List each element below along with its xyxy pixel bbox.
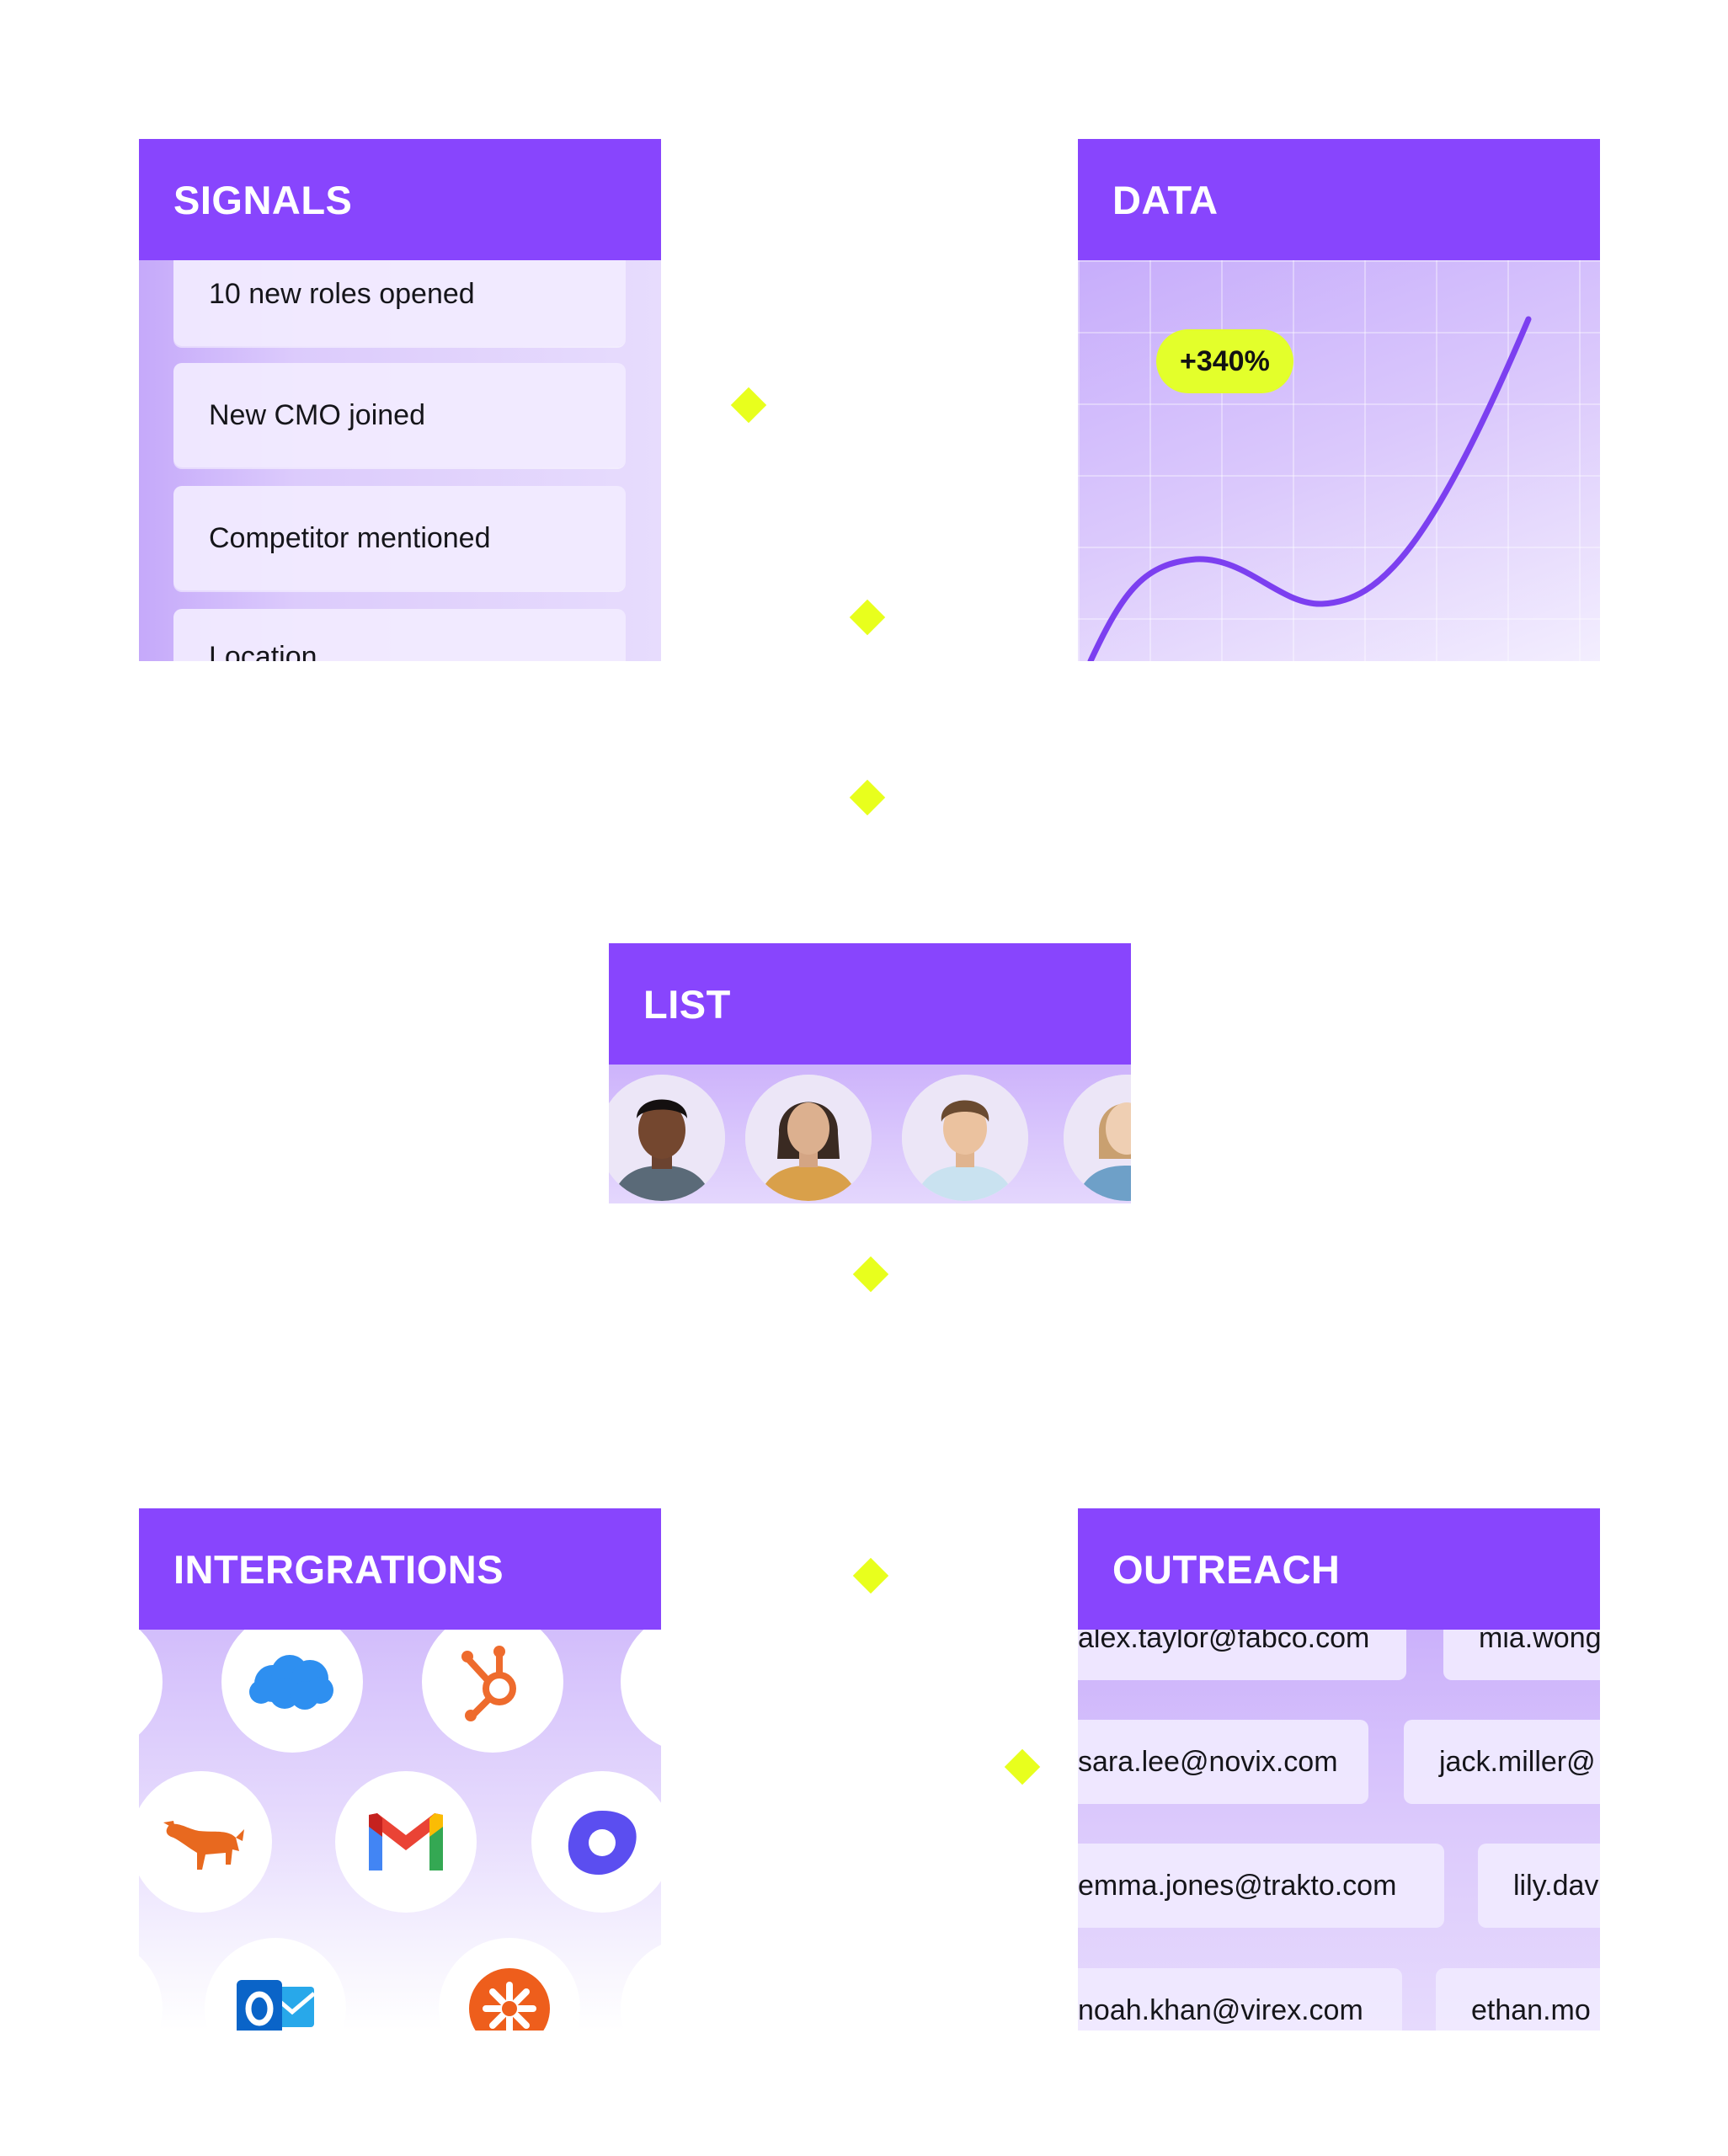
diamond-marker	[730, 387, 767, 424]
growth-badge: +340%	[1156, 329, 1293, 393]
signals-list: 10 new roles opened New CMO joined Compe…	[139, 260, 661, 661]
integrations-header: INTERGRATIONS	[139, 1508, 661, 1630]
signal-item[interactable]: Location	[173, 609, 626, 661]
signals-header: SIGNALS	[139, 139, 661, 260]
data-chart: +340%	[1078, 260, 1600, 661]
outlook-icon[interactable]	[205, 1938, 346, 2031]
avatar[interactable]	[745, 1075, 872, 1201]
outreach-icon[interactable]	[531, 1771, 661, 1913]
email-pill[interactable]: ethan.mo	[1436, 1968, 1600, 2031]
diamond-marker	[849, 599, 886, 636]
email-list: alex.taylor@fabco.com mia.wong sara.lee@…	[1078, 1630, 1600, 2031]
email-pill[interactable]: alex.taylor@fabco.com	[1078, 1630, 1406, 1680]
zapier-icon[interactable]	[439, 1938, 580, 2031]
growth-curve	[1087, 316, 1532, 661]
list-card: LIST	[609, 943, 1131, 1203]
signal-item[interactable]: 10 new roles opened	[173, 260, 626, 346]
logo-tile[interactable]	[139, 1630, 163, 1753]
email-pill[interactable]: noah.khan@virex.com	[1078, 1968, 1402, 2031]
logo-tile[interactable]	[621, 1630, 661, 1753]
data-card: DATA +340%	[1078, 139, 1600, 661]
email-pill[interactable]: mia.wong	[1443, 1630, 1600, 1680]
avatar[interactable]	[1064, 1075, 1131, 1201]
email-pill[interactable]: jack.miller@	[1404, 1720, 1600, 1804]
outreach-card: OUTREACH alex.taylor@fabco.com mia.wong …	[1078, 1508, 1600, 2031]
bull-icon[interactable]	[139, 1771, 272, 1913]
signals-card: SIGNALS 10 new roles opened New CMO join…	[139, 139, 661, 661]
avatar-row	[609, 1065, 1131, 1203]
list-title: LIST	[643, 981, 731, 1027]
diamond-marker	[852, 1256, 889, 1293]
gmail-icon[interactable]	[335, 1771, 477, 1913]
signal-item[interactable]: Competitor mentioned	[173, 486, 626, 590]
integrations-card: INTERGRATIONS	[139, 1508, 661, 2031]
diamond-marker	[849, 779, 886, 816]
integrations-title: INTERGRATIONS	[173, 1546, 504, 1592]
signal-item[interactable]: New CMO joined	[173, 363, 626, 467]
hubspot-icon[interactable]	[422, 1630, 563, 1753]
outreach-header: OUTREACH	[1078, 1508, 1600, 1630]
avatar[interactable]	[609, 1075, 725, 1201]
data-title: DATA	[1112, 177, 1219, 222]
logo-tile[interactable]	[621, 1938, 661, 2031]
outreach-title: OUTREACH	[1112, 1546, 1341, 1592]
list-header: LIST	[609, 943, 1131, 1065]
diamond-marker	[1004, 1748, 1041, 1785]
avatar[interactable]	[902, 1075, 1028, 1201]
logo-tile[interactable]	[139, 1938, 163, 2031]
email-pill[interactable]: emma.jones@trakto.com	[1078, 1844, 1444, 1928]
integrations-grid	[139, 1630, 661, 2031]
email-pill[interactable]: sara.lee@novix.com	[1078, 1720, 1368, 1804]
data-header: DATA	[1078, 139, 1600, 260]
diamond-marker	[852, 1557, 889, 1594]
signals-title: SIGNALS	[173, 177, 353, 222]
email-pill[interactable]: lily.dav	[1478, 1844, 1600, 1928]
salesforce-icon[interactable]	[221, 1630, 363, 1753]
